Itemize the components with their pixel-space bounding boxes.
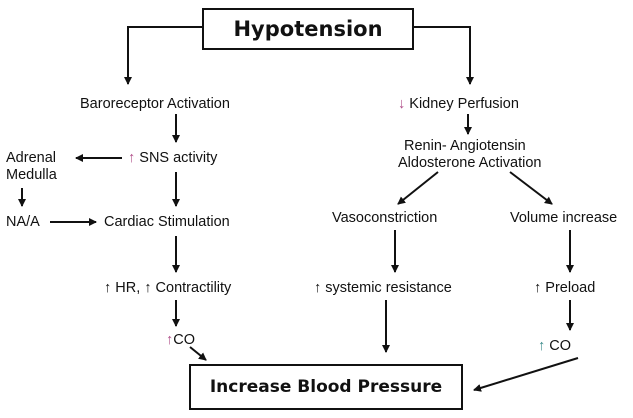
node-raas-line2: Aldosterone Activation bbox=[398, 155, 542, 171]
node-systemic-resistance: ↑ systemic resistance bbox=[314, 280, 452, 297]
arrow-title-to-kidney bbox=[410, 26, 474, 85]
node-co-left: ↑CO bbox=[166, 332, 195, 349]
node-co-left-label: CO bbox=[173, 332, 195, 348]
up-arrow-icon: ↑ bbox=[166, 332, 174, 348]
result-box: Increase Blood Pressure bbox=[189, 364, 463, 410]
node-kidney-perfusion: ↓ Kidney Perfusion bbox=[398, 96, 519, 113]
node-baroreceptor: Baroreceptor Activation bbox=[80, 96, 230, 113]
node-adrenal-medulla: Adrenal Medulla bbox=[6, 150, 57, 184]
up-arrow-icon: ↑ bbox=[128, 150, 136, 166]
node-adrenal-line1: Adrenal bbox=[6, 150, 56, 166]
node-cardiac-stimulation: Cardiac Stimulation bbox=[104, 214, 230, 231]
node-sns-label: SNS activity bbox=[135, 150, 218, 166]
node-cardiac-label: Cardiac Stimulation bbox=[104, 214, 230, 230]
node-hr-contractility: ↑ HR, ↑ Contractility bbox=[104, 280, 231, 297]
arrow-title-to-baroreceptor bbox=[124, 26, 202, 85]
node-co-right: ↑ CO bbox=[538, 338, 571, 355]
node-na-a-label: NA/A bbox=[6, 214, 40, 230]
node-preload-label: ↑ Preload bbox=[534, 280, 596, 296]
node-systemic-label: ↑ systemic resistance bbox=[314, 280, 452, 296]
node-volume-increase: Volume increase bbox=[510, 210, 617, 227]
node-preload: ↑ Preload bbox=[534, 280, 595, 297]
arrow-co-to-result bbox=[189, 346, 207, 361]
node-volume-label: Volume increase bbox=[510, 210, 618, 226]
arrow-raas-to-vasoconstriction bbox=[397, 171, 439, 205]
node-co-right-label: CO bbox=[545, 338, 572, 354]
node-kidney-label: Kidney Perfusion bbox=[405, 96, 519, 112]
node-vasoconstriction-label: Vasoconstriction bbox=[332, 210, 438, 226]
node-sns-activity: ↑ SNS activity bbox=[128, 150, 217, 167]
node-na-a: NA/A bbox=[6, 214, 40, 231]
node-baroreceptor-label: Baroreceptor Activation bbox=[80, 96, 230, 112]
diagram-title: Hypotension bbox=[233, 17, 383, 41]
arrow-co-right-to-result bbox=[473, 357, 579, 392]
node-raas: Renin- Angiotensin Aldosterone Activatio… bbox=[398, 138, 541, 172]
node-adrenal-line2: Medulla bbox=[6, 167, 57, 183]
title-box: Hypotension bbox=[202, 8, 414, 50]
up-arrow-icon: ↑ bbox=[538, 338, 546, 354]
down-arrow-icon: ↓ bbox=[398, 96, 406, 112]
node-raas-line1: Renin- Angiotensin bbox=[404, 138, 526, 154]
node-hr-label: ↑ HR, ↑ Contractility bbox=[104, 280, 232, 296]
result-label: Increase Blood Pressure bbox=[209, 377, 443, 397]
arrow-raas-to-volume bbox=[509, 171, 553, 205]
node-vasoconstriction: Vasoconstriction bbox=[332, 210, 437, 227]
